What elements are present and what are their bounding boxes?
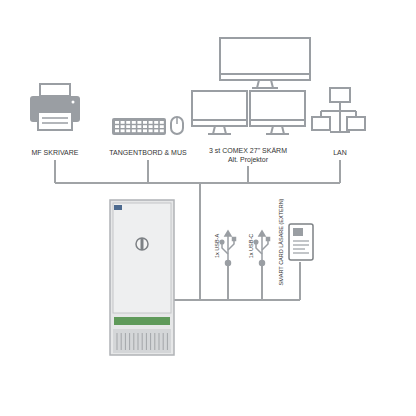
key [160, 129, 164, 132]
key [121, 129, 125, 132]
vent [117, 333, 118, 350]
vent [125, 333, 126, 350]
vent [129, 333, 130, 350]
key [132, 121, 136, 124]
vent [138, 333, 139, 350]
key [160, 121, 164, 124]
vent [154, 333, 155, 350]
key [132, 125, 136, 128]
device-label: MF SKRIVARE [32, 149, 79, 157]
vent [142, 333, 143, 350]
key [154, 129, 158, 132]
port-label: 1x USB-C [248, 234, 254, 258]
key [137, 121, 141, 124]
vent [121, 333, 122, 350]
printer-icon [30, 84, 80, 130]
key [115, 129, 119, 132]
key [115, 121, 119, 124]
device-label: LAN [333, 149, 347, 157]
cabinet [110, 200, 174, 355]
lan-icon [312, 88, 365, 132]
key [149, 121, 153, 124]
key [126, 121, 130, 124]
key [149, 129, 153, 132]
key [137, 129, 141, 132]
key [160, 125, 164, 128]
port-label: 1x USB-A [214, 234, 220, 258]
key [154, 121, 158, 124]
device-label: TANGENTBORD & MUS [109, 149, 186, 157]
key [143, 129, 147, 132]
key [143, 125, 147, 128]
port-label: SMART CARD LÄSARE (EXTERN) [278, 199, 284, 286]
monitor-icons [192, 38, 310, 134]
vent [146, 333, 147, 350]
key [149, 125, 153, 128]
key [121, 125, 125, 128]
key [154, 125, 158, 128]
device-label: 3 st COMEX 27" SKÄRM [209, 147, 287, 155]
vent [150, 333, 151, 350]
vent [167, 333, 168, 350]
vent [133, 333, 134, 350]
key [137, 125, 141, 128]
key [126, 125, 130, 128]
keyboard-icon [112, 117, 183, 135]
device-note: Alt. Projektor [228, 156, 268, 164]
key [115, 125, 119, 128]
wires [55, 160, 340, 300]
key [126, 129, 130, 132]
key [143, 121, 147, 124]
usb-a-symbol [220, 231, 235, 266]
vent [163, 333, 164, 350]
vent [159, 333, 160, 350]
key [121, 121, 125, 124]
smart-card-reader [289, 224, 313, 260]
usb-c-symbol [254, 231, 269, 266]
key [132, 129, 136, 132]
